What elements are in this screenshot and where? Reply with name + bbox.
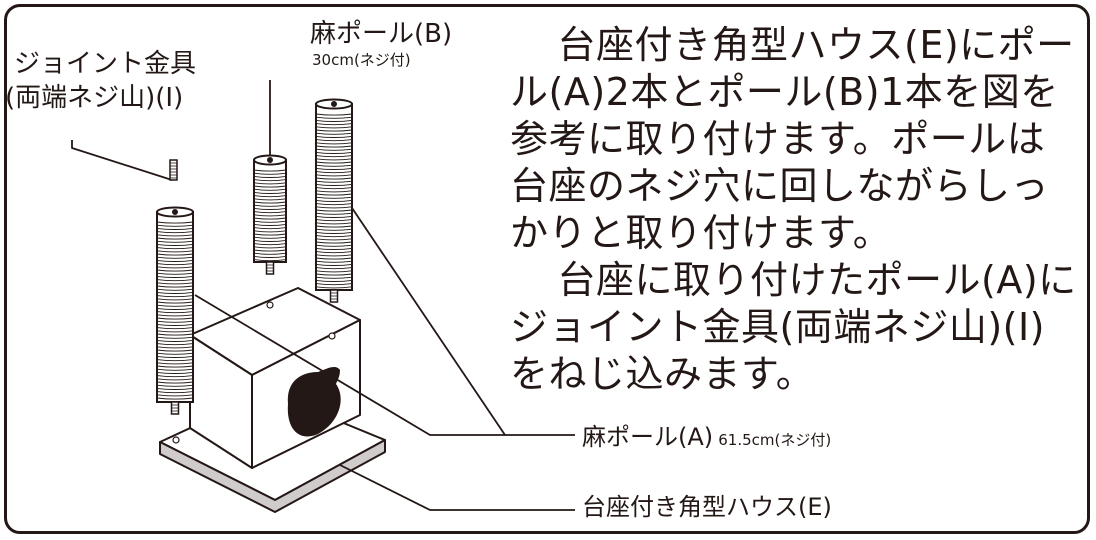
pole-a-label: 麻ポール(A) 61.5cm(ネジ付)	[582, 423, 832, 452]
pole-a-left	[156, 206, 194, 415]
pole-a-spec: 61.5cm(ネジ付)	[718, 431, 832, 449]
joint-fitting	[169, 159, 178, 181]
joint-label-line2: (両端ネジ山)(I)	[5, 83, 184, 113]
leader-lines	[71, 80, 575, 511]
instruction-paragraph-1: 台座付き角型ハウス(E)にポール(A)2本とポール(B)1本を図を参考に取り付け…	[510, 23, 1075, 255]
figure-frame	[4, 4, 1090, 534]
joint-label-line1: ジョイント金具	[14, 49, 197, 79]
pole-a-name: 麻ポール(A)	[582, 423, 714, 451]
pole-a-right	[315, 98, 353, 303]
instruction-paragraph-2: 台座に取り付けたポール(A)にジョイント金具(両端ネジ山)(I)をねじ込みます。	[510, 258, 1077, 396]
pole-b	[253, 154, 287, 275]
pole-b-label: 麻ポール(B)	[310, 19, 453, 49]
pole-b-spec: 30cm(ネジ付)	[312, 51, 411, 69]
cat-hole	[287, 366, 341, 437]
instruction-text: 台座付き角型ハウス(E)にポール(A)2本とポール(B)1本を図を参考に取り付け…	[510, 22, 1080, 398]
house-label: 台座付き角型ハウス(E)	[582, 493, 832, 521]
